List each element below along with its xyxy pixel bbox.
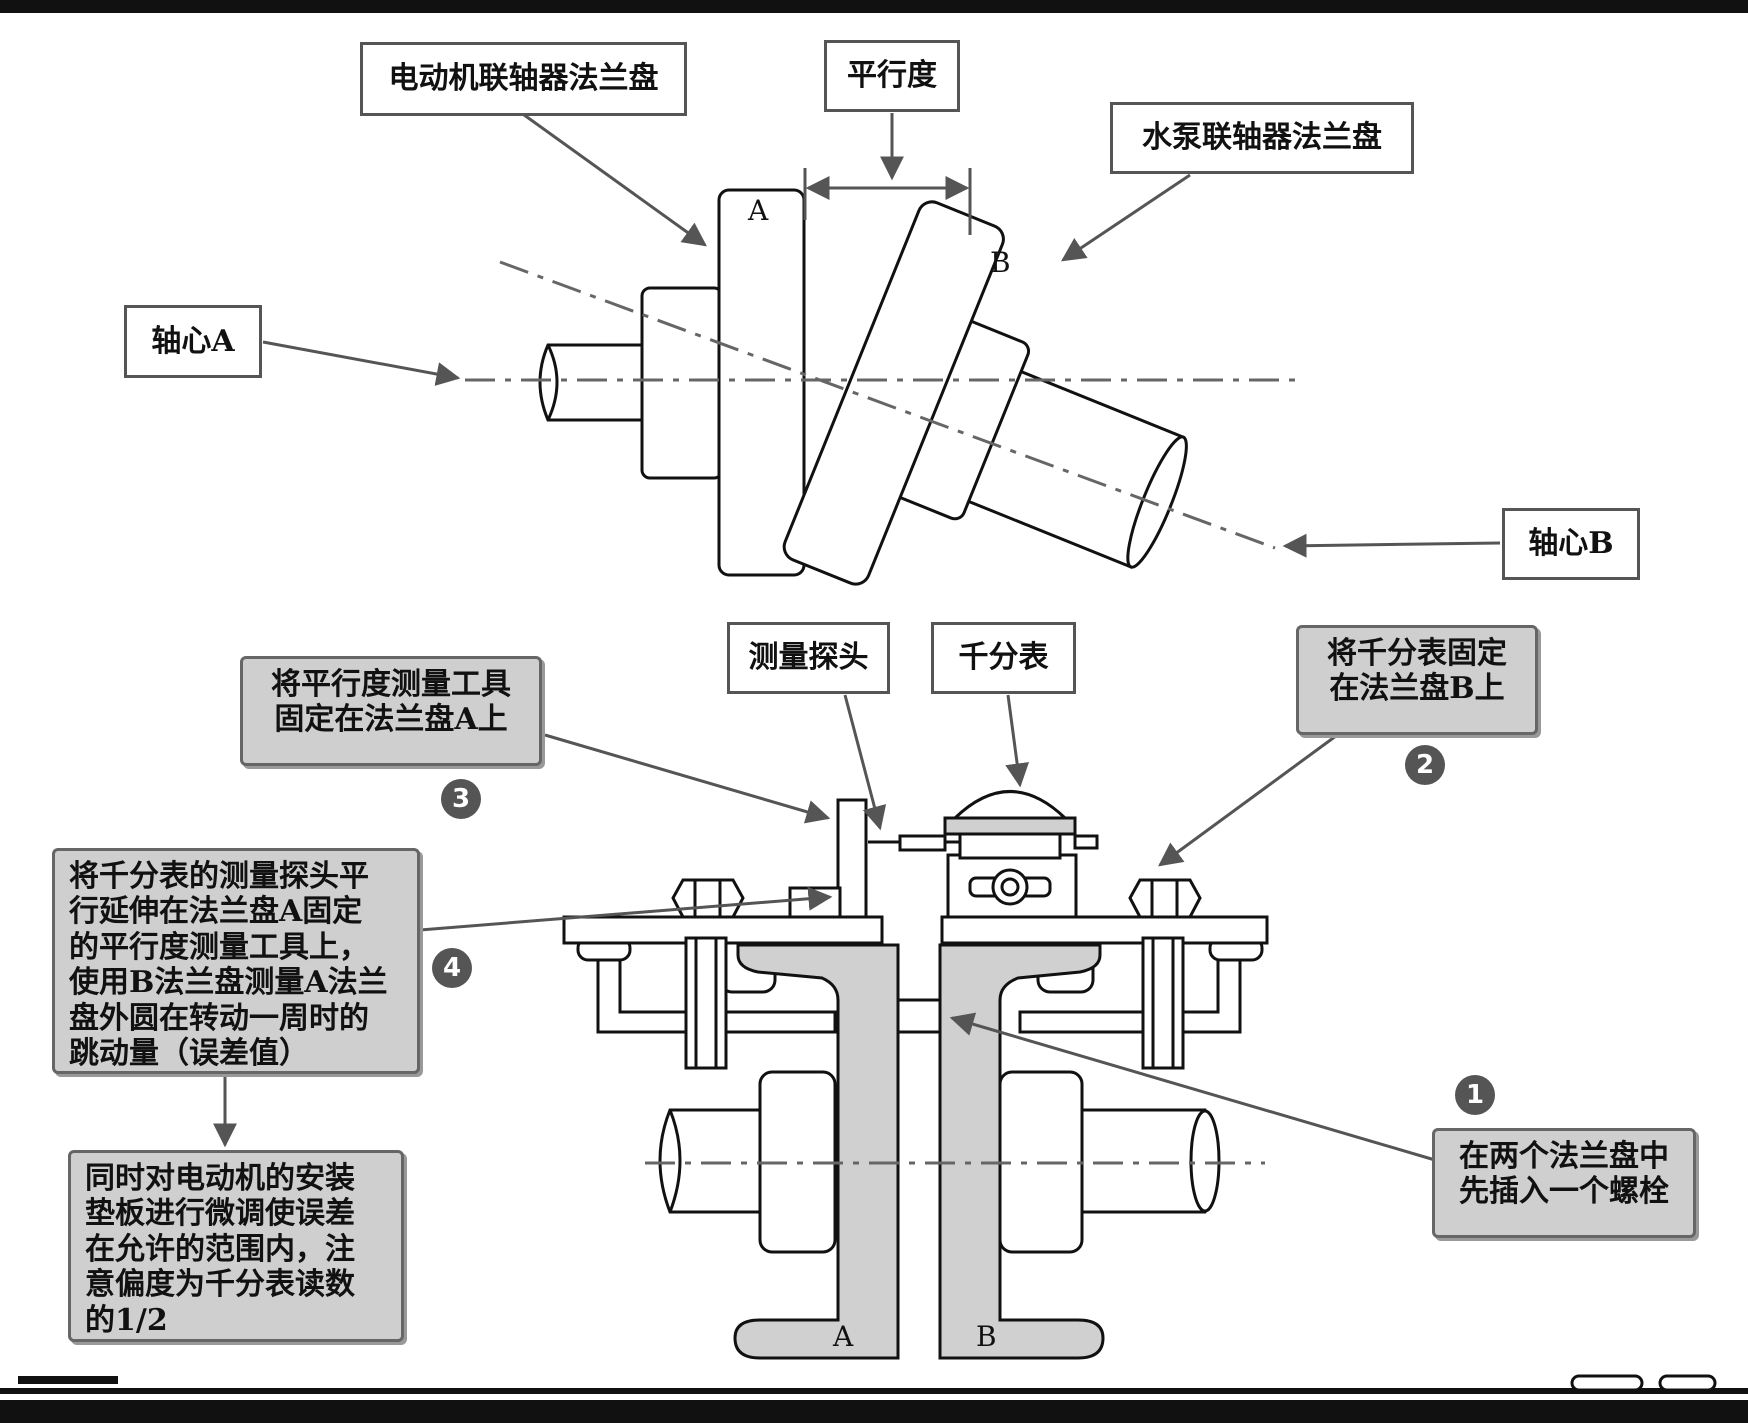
motor-hub: [640, 286, 724, 480]
bottom-left-mark: [18, 1376, 118, 1384]
plate-b: [940, 915, 1269, 945]
step3-badge: 3: [441, 779, 481, 819]
top-leaders: [262, 110, 1501, 558]
step1-badge: 1: [1455, 1075, 1495, 1115]
bottom-border: [0, 1400, 1748, 1423]
step4-line: 的平行度测量工具上，: [69, 929, 369, 965]
bottom-border-line: [0, 1388, 1748, 1394]
step4-badge: 4: [432, 948, 472, 988]
step2-badge: 2: [1405, 745, 1445, 785]
final-note-line: 的1/2: [85, 1302, 168, 1338]
final-note-line: 在允许的范围内，注: [85, 1231, 355, 1267]
step4-line: 将千分表的测量探头平: [69, 859, 369, 894]
dial-gauge-label: 千分表: [931, 622, 1076, 694]
step2-line: 将千分表固定: [1327, 636, 1507, 671]
bottom-leaders: [213, 694, 1436, 1162]
axis-a-label: 轴心A: [124, 305, 262, 378]
bottom-flange-b-tag: B: [976, 1320, 997, 1353]
final-note: 同时对电动机的安装 垫板进行微调使误差 在允许的范围内，注 意偏度为千分表读数 …: [68, 1150, 404, 1342]
step3-line: 固定在法兰盘A上: [274, 702, 508, 738]
step3-line: 将平行度测量工具: [271, 667, 511, 702]
motor-flange-label: 电动机联轴器法兰盘: [360, 42, 687, 116]
parallelism-label: 平行度: [824, 40, 960, 112]
step2-line: 在法兰盘B上: [1329, 671, 1505, 707]
axis-b-label: 轴心B: [1502, 508, 1640, 580]
step1-line: 在两个法兰盘中: [1459, 1139, 1669, 1174]
final-note-line: 意偏度为千分表读数: [85, 1267, 355, 1303]
flange-a-tag: A: [748, 194, 769, 227]
step1-note: 在两个法兰盘中 先插入一个螺栓: [1432, 1128, 1696, 1238]
bolts: [671, 878, 1202, 1070]
axis-b-line: [499, 260, 1276, 550]
probe-label: 测量探头: [727, 622, 890, 694]
bottom-motor-shaft: [658, 1108, 767, 1214]
top-border: [0, 0, 1748, 13]
parallelism-dimension: [803, 113, 972, 235]
step4-line: 行延伸在法兰盘A固定: [69, 894, 363, 930]
top-coupling: [538, 188, 1188, 586]
motor-shaft: [538, 343, 647, 422]
step2-note: 将千分表固定 在法兰盘B上: [1296, 625, 1538, 735]
inserted-bolt: [896, 998, 942, 1034]
final-note-line: 同时对电动机的安装: [85, 1161, 355, 1196]
flange-a: [717, 188, 806, 577]
flange-b: [782, 200, 1005, 586]
step4-line: 跳动量（误差值）: [69, 1035, 309, 1071]
flange-b-tag: B: [990, 246, 1011, 279]
step4-line: 盘外圆在转动一周时的: [69, 1000, 369, 1036]
flange-a-profile: [733, 943, 900, 1360]
step1-line: 先插入一个螺栓: [1459, 1174, 1669, 1210]
step4-line: 使用B法兰盘测量A法兰: [69, 965, 388, 1001]
step3-note: 将平行度测量工具 固定在法兰盘A上: [240, 656, 542, 766]
step4-note: 将千分表的测量探头平 行延伸在法兰盘A固定 的平行度测量工具上， 使用B法兰盘测…: [52, 848, 420, 1074]
bottom-right-scribble: [1570, 1374, 1717, 1392]
final-note-line: 垫板进行微调使误差: [85, 1196, 355, 1232]
bottom-flange-a-tag: A: [833, 1320, 854, 1353]
flange-b-profile: [938, 943, 1105, 1360]
pump-flange-label: 水泵联轴器法兰盘: [1110, 102, 1414, 174]
dial-gauge: [868, 790, 1099, 919]
